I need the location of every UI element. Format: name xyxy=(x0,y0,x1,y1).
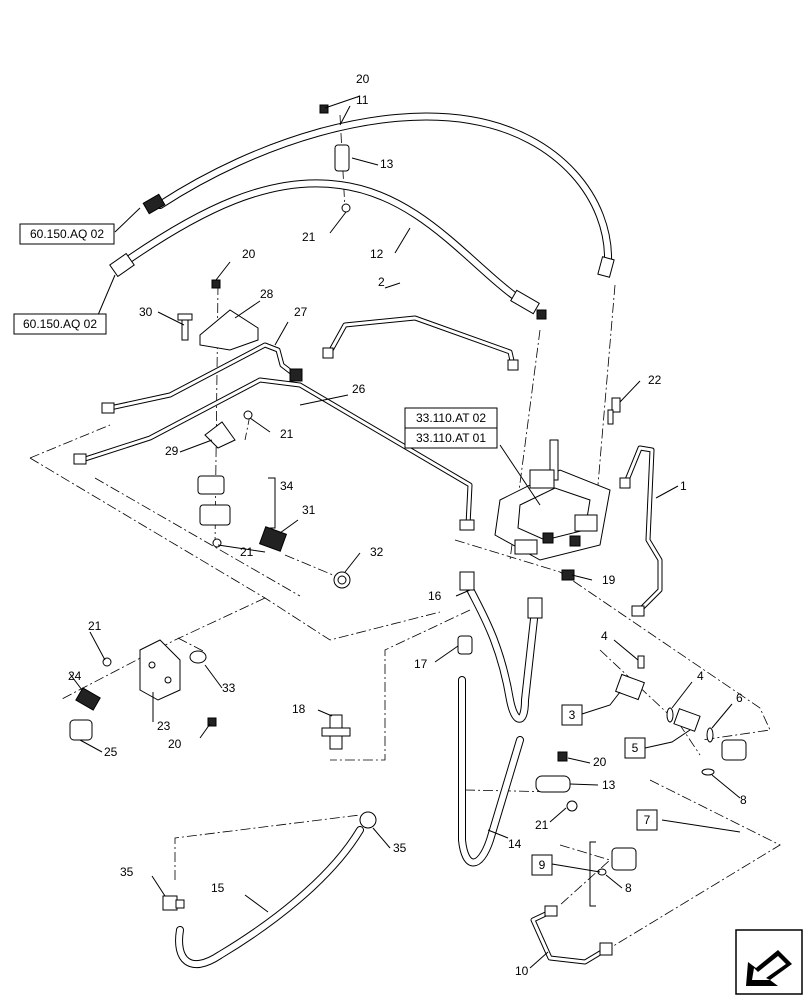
callout-20-right: 20 xyxy=(593,755,607,769)
callout-12: 12 xyxy=(370,247,384,261)
callout-4-a: 4 xyxy=(601,629,608,643)
tube-26 xyxy=(73,377,475,531)
callout-21-mid: 21 xyxy=(280,427,294,441)
callout-13-right: 13 xyxy=(602,778,616,792)
boxed-callout-7-frame xyxy=(636,809,658,831)
hose-12 xyxy=(109,179,547,320)
callout-23: 23 xyxy=(157,719,171,733)
ref-at01[interactable]: 33.110.AT 01 xyxy=(416,431,486,445)
boxed-callout-3: 3 xyxy=(569,708,576,722)
hose-14 xyxy=(458,676,524,867)
callout-17: 17 xyxy=(414,657,428,671)
reference-boxes: 60.150.AQ 02 60.150.AQ 02 33.110.AT 02 3… xyxy=(13,223,658,876)
boxed-callout-3-frame xyxy=(561,704,583,726)
tube-2 xyxy=(322,315,519,371)
callout-10: 10 xyxy=(515,964,529,978)
callout-30: 30 xyxy=(139,305,153,319)
hose-11 xyxy=(142,112,615,278)
ref-aq-bottom[interactable]: 60.150.AQ 02 xyxy=(23,317,97,331)
callout-13-top: 13 xyxy=(380,157,394,171)
boxed-callout-5: 5 xyxy=(632,741,639,755)
hose-16 xyxy=(459,571,543,723)
callout-16: 16 xyxy=(428,589,442,603)
callout-27: 27 xyxy=(294,305,308,319)
callout-26: 26 xyxy=(352,382,366,396)
ref-aq-top[interactable]: 60.150.AQ 02 xyxy=(30,227,104,241)
hose-15 xyxy=(175,811,377,969)
boxed-callout-5-frame xyxy=(624,737,646,759)
callout-14: 14 xyxy=(508,837,522,851)
callout-33: 33 xyxy=(222,681,236,695)
callout-24: 24 xyxy=(68,669,82,683)
callout-20-left: 20 xyxy=(242,247,256,261)
callout-21-left: 21 xyxy=(88,619,102,633)
control-valve-block xyxy=(494,439,611,561)
small-parts xyxy=(69,104,747,911)
callout-28: 28 xyxy=(260,287,274,301)
ref-box-at01[interactable] xyxy=(404,427,498,449)
callout-8-b: 8 xyxy=(625,881,632,895)
boxed-callout-9: 9 xyxy=(539,858,546,872)
callout-35-left: 35 xyxy=(120,865,134,879)
callout-21-top: 21 xyxy=(302,230,316,244)
callout-21-low: 21 xyxy=(240,545,254,559)
ref-box-aq-bottom[interactable] xyxy=(13,313,107,335)
callout-19: 19 xyxy=(602,573,616,587)
callout-4-b: 4 xyxy=(697,669,704,683)
callout-20-bottom-left: 20 xyxy=(168,737,182,751)
callout-25: 25 xyxy=(104,745,118,759)
tube-10 xyxy=(530,905,613,965)
callout-1: 1 xyxy=(680,479,687,493)
boxed-callout-9-frame xyxy=(531,854,553,876)
callout-29: 29 xyxy=(165,444,179,458)
ref-at02[interactable]: 33.110.AT 02 xyxy=(416,411,486,425)
callout-34: 34 xyxy=(280,479,294,493)
assembly-centerlines xyxy=(29,114,781,949)
callout-18: 18 xyxy=(292,702,306,716)
callout-35-right: 35 xyxy=(393,841,407,855)
callout-20-top: 20 xyxy=(356,72,370,86)
tube-27 xyxy=(101,342,303,414)
leader-lines xyxy=(69,95,741,969)
callout-31: 31 xyxy=(302,503,316,517)
callout-21-right: 21 xyxy=(535,818,549,832)
ref-box-aq-top[interactable] xyxy=(19,223,115,245)
callout-8-a: 8 xyxy=(740,793,747,807)
callout-numbers: 20 11 13 21 12 20 2 28 30 27 26 22 21 29… xyxy=(68,72,747,978)
boxed-callout-7: 7 xyxy=(644,813,651,827)
callout-6: 6 xyxy=(736,691,743,705)
tube-1 xyxy=(619,445,663,617)
callout-15: 15 xyxy=(211,881,225,895)
callout-11: 11 xyxy=(356,93,369,107)
callout-2: 2 xyxy=(378,275,385,289)
next-page-arrow-icon[interactable] xyxy=(735,929,803,995)
callout-32: 32 xyxy=(370,545,384,559)
callout-22: 22 xyxy=(648,373,662,387)
